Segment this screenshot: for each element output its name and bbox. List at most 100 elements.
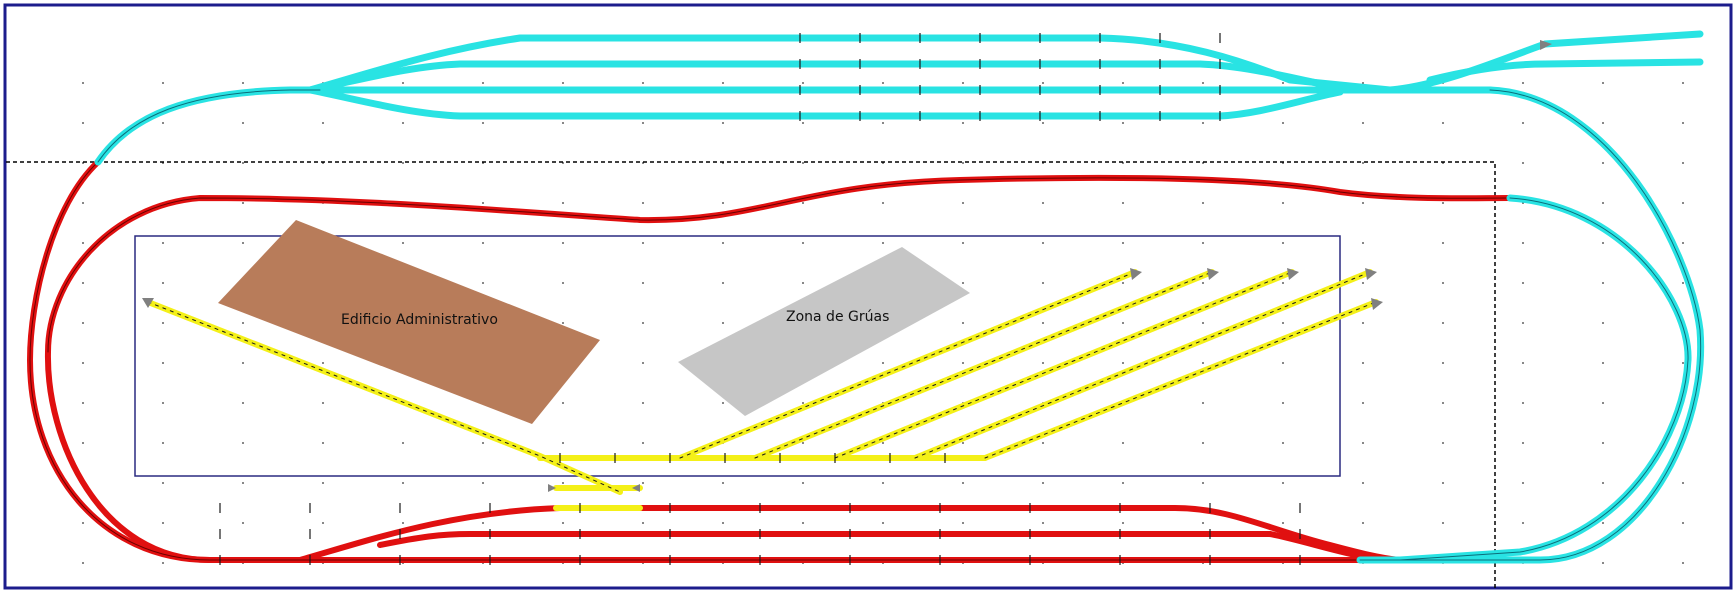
grid-dot [482,282,484,284]
grid-dot [1362,402,1364,404]
grid-dot [1202,202,1204,204]
grid-dot [1282,362,1284,364]
grid-dot [882,242,884,244]
grid-dot [722,482,724,484]
grid-dot [242,322,244,324]
grid-dot [1682,242,1684,244]
grid-dot [322,442,324,444]
grid-dot [1282,282,1284,284]
grid-dot [1362,162,1364,164]
grid-dot [242,202,244,204]
cyan-track-2 [306,60,1344,94]
grid-dot [242,82,244,84]
buffer-stop [1371,298,1383,310]
grid-dot [1202,482,1204,484]
grid-dot [402,122,404,124]
grid-dot [82,522,84,524]
grid-dot [1362,282,1364,284]
grid-dot [802,242,804,244]
grid-dot [1602,402,1604,404]
grid-dot [1682,82,1684,84]
grid-dot [562,442,564,444]
grid-dot [242,122,244,124]
grid-dot [1602,562,1604,564]
grid-dot [162,522,164,524]
grid-dot [882,82,884,84]
grid-dot [1602,82,1604,84]
grid-dot [82,242,84,244]
buffer-stop [1365,268,1377,280]
buffer-stop [548,484,556,492]
grid-dot [642,402,644,404]
grid-dot [882,522,884,524]
red-siding-middle [377,531,1363,559]
grid-dot [1122,362,1124,364]
buffer-stop [1207,268,1219,280]
grid-dot [1682,162,1684,164]
grid-dot [322,402,324,404]
grid-dot [642,522,644,524]
grid-dot [482,522,484,524]
grid-dot [1522,522,1524,524]
grid-dot [722,122,724,124]
grid-dot [1042,442,1044,444]
grid-dot [802,202,804,204]
grid-dot [1282,122,1284,124]
grid-dot [642,282,644,284]
buffer-stop [1540,40,1552,50]
buffer-stop [1130,268,1142,280]
grid-dot [1202,522,1204,524]
grid-dot [1602,442,1604,444]
grid-dot [882,482,884,484]
grid-dot [1202,282,1204,284]
grid-dot [162,482,164,484]
grid-dot [1122,282,1124,284]
grid-dot [642,482,644,484]
grid-dot [322,482,324,484]
grid-dot [1602,202,1604,204]
grid-dot [402,242,404,244]
grid-dot [1522,442,1524,444]
grid-dot [1602,482,1604,484]
grid-dot [802,282,804,284]
grid-dot [82,282,84,284]
grid-dot [402,442,404,444]
grid-dot [162,442,164,444]
main-loop-red [26,159,1513,563]
grid-dot [82,322,84,324]
admin-building-area [218,220,600,424]
grid-dot [162,242,164,244]
grid-dot [1202,122,1204,124]
grid-dot [1442,522,1444,524]
grid-dot [242,482,244,484]
grid-dot [1282,242,1284,244]
grid-dot [1362,122,1364,124]
grid-dot [82,562,84,564]
grid-dot [1442,402,1444,404]
grid-dot [1042,122,1044,124]
grid-dot [1602,322,1604,324]
admin-building-label: Edificio Administrativo [341,312,498,328]
rail-joint-ticks [219,33,1301,565]
grid-dot [402,482,404,484]
grid-dot [1522,482,1524,484]
grid-dot [1042,82,1044,84]
grid-dot [802,482,804,484]
red-inner-lower-curve [44,349,213,563]
grid-dot [1042,362,1044,364]
grid-dot [1122,522,1124,524]
grid-dot [1442,482,1444,484]
grid-dot [482,442,484,444]
grid-dot [882,362,884,364]
grid-dot [962,82,964,84]
grid-dot [562,522,564,524]
grid-dot [482,82,484,84]
grid-dot [562,242,564,244]
cyan-track-4 [306,86,1344,120]
dashed-boundary-line [6,161,1496,588]
yard-tracks-yellow [145,269,1379,511]
grid-dot [962,482,964,484]
grid-dot [1042,322,1044,324]
grid-dot [322,522,324,524]
grid-dot [1202,242,1204,244]
